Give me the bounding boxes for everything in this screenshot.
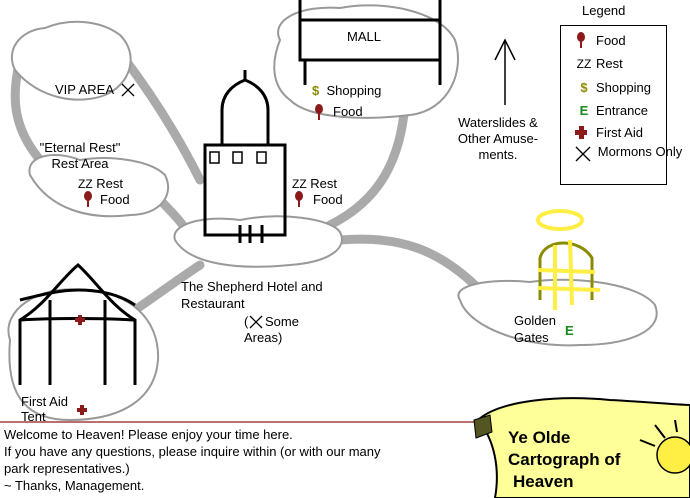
mormons-only-markers (121, 83, 591, 329)
mall-shopping: $ Shopping (312, 83, 382, 98)
entrance-icon: E (565, 323, 574, 338)
rest-icon: ZZ (292, 177, 307, 191)
legend-rest-icon: ZZ (576, 57, 592, 71)
legend-first-aid-icon (575, 126, 587, 139)
first-aid-tent-label: First Aid Tent (21, 394, 68, 424)
legend-item-first-aid: First Aid (596, 125, 643, 140)
hotel-label: The Shepherd Hotel and Restaurant (181, 279, 323, 311)
legend-food-icon (577, 32, 585, 48)
scroll-curl-icon (473, 414, 493, 439)
path-hotel-to-gates (335, 234, 485, 295)
welcome-line-4: ~ Thanks, Management. (4, 478, 145, 493)
map-title-line-3: Heaven (513, 472, 574, 491)
sun-icon (656, 436, 690, 474)
map-food-markers (84, 32, 585, 207)
food-icon (315, 104, 323, 120)
title-scroll (473, 397, 690, 498)
hotel-rest: ZZ Rest (292, 176, 338, 191)
food-icon (84, 191, 92, 207)
legend-item-mormons-only: Mormons Only (597, 144, 683, 159)
waterslides-arrow-icon (494, 38, 516, 105)
golden-gates-drawing (536, 209, 601, 310)
cloud-eternal-rest (28, 154, 170, 218)
cloud-vip (10, 20, 132, 101)
mall-food: Food (333, 104, 363, 119)
hotel-windows (209, 151, 267, 164)
welcome-line-3: park representatives.) (4, 461, 130, 476)
legend-title: Legend (582, 3, 626, 18)
hotel-building (203, 70, 287, 243)
mormons-only-icon (121, 83, 135, 97)
map-title-line-2: Cartograph of (508, 450, 621, 469)
eternal-rest-rest: ZZ Rest (78, 176, 124, 191)
shopping-icon: $ (312, 83, 320, 98)
halo-icon (536, 209, 584, 231)
rest-icon: ZZ (78, 177, 93, 191)
map-title-line-1: Ye Olde (508, 428, 571, 447)
vip-area-label: VIP AREA (55, 82, 115, 97)
path-mall-to-hotel (325, 100, 410, 230)
eternal-rest-label: "Eternal Rest" Rest Area (39, 140, 121, 171)
food-icon (295, 191, 303, 207)
hotel-note: Some Areas) (244, 314, 299, 345)
mormons-only-icon (249, 315, 263, 329)
welcome-line-1: Welcome to Heaven! Please enjoy your tim… (4, 427, 293, 442)
legend-entrance-icon: E (579, 103, 589, 118)
hotel-note-open: ( (244, 314, 249, 329)
clouds (7, 4, 658, 422)
first-aid-tent (18, 263, 137, 385)
eternal-rest-food: Food (100, 192, 130, 207)
path-hotel-to-tent (130, 260, 205, 315)
legend-box (560, 25, 667, 185)
cloud-mall (273, 4, 459, 119)
hotel-food: Food (313, 192, 343, 207)
map-title: Ye Olde Cartograph of Heaven (508, 427, 620, 493)
mall-label: MALL (347, 29, 381, 44)
map-first-aid-markers (75, 126, 587, 415)
cloud-golden-gates (457, 278, 658, 347)
legend-item-food: Food (596, 33, 626, 48)
legend-shopping-icon: $ (580, 80, 588, 95)
first-aid-icon (77, 405, 87, 415)
legend-item-shopping: $Shopping (575, 80, 651, 96)
mall-building (298, 0, 442, 85)
first-aid-icon (75, 315, 85, 325)
welcome-line-2: If you have any questions, please inquir… (4, 444, 381, 459)
legend-mormons-only-icon (575, 146, 591, 162)
welcome-message: Welcome to Heaven! Please enjoy your tim… (0, 423, 480, 498)
waterslides-label: Waterslides & Other Amuse- ments. (457, 115, 539, 162)
golden-gates-label: Golden Gates (514, 313, 556, 345)
cloud-hotel (173, 215, 343, 268)
